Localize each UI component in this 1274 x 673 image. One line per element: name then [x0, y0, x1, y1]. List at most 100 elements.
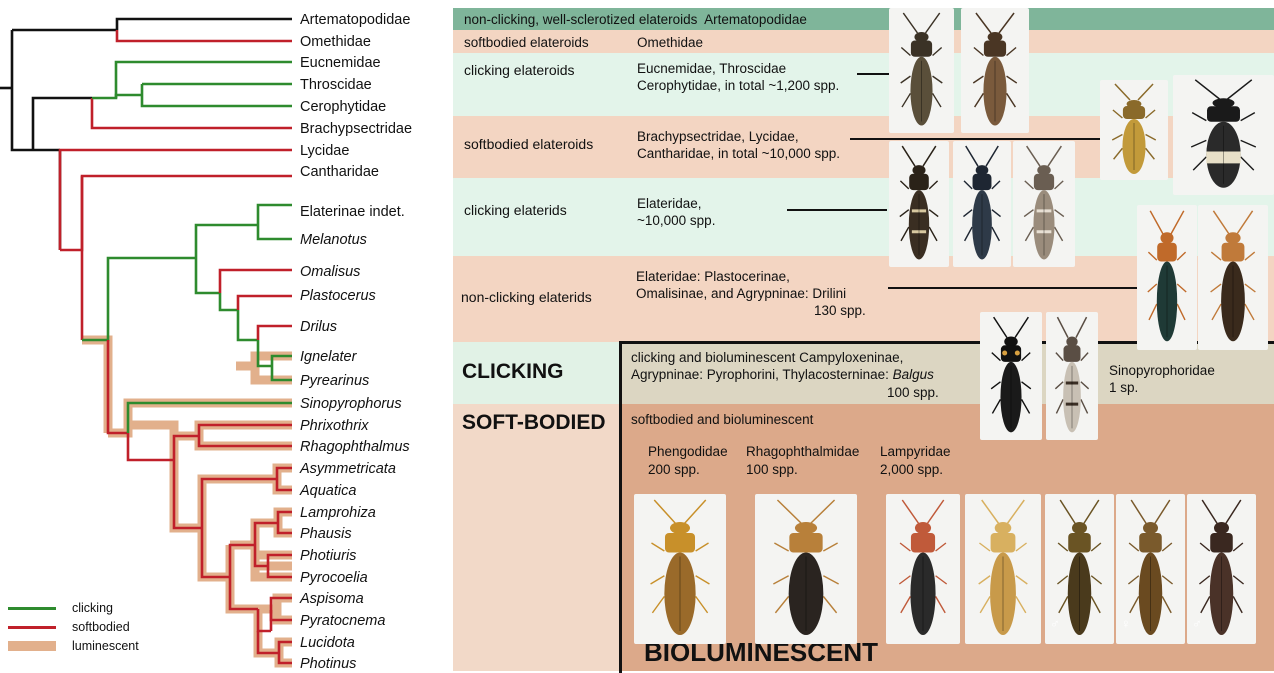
- pointer-line-clicking-elaterids: [787, 209, 887, 211]
- click-biolum-genus: Balgus: [893, 367, 934, 382]
- legend-item-softbodied: softbodied: [8, 619, 130, 635]
- luminescent-branch: [255, 366, 292, 380]
- pointer-line-nonclicking-elaterids: [888, 287, 1138, 289]
- families-text: Artematopodidae: [704, 12, 807, 27]
- taxon-label-lucidota: Lucidota: [300, 635, 355, 651]
- legend-item-luminescent: luminescent: [8, 638, 139, 654]
- taxon-label-asymmetricata: Asymmetricata: [299, 461, 396, 477]
- basal-branch: [33, 98, 92, 150]
- legend-label-luminescent: luminescent: [72, 639, 139, 653]
- beetle-photo-lycidae: [1100, 80, 1168, 180]
- click-biolum-line1: clicking and bioluminescent Campyloxenin…: [631, 349, 903, 366]
- branch-clicking: [238, 310, 258, 340]
- beetle-photo-rhagophthalmidae: [755, 494, 857, 644]
- branch-plastocerus: [238, 296, 292, 310]
- row-clicking-elateroids-category: clicking elateroids: [464, 62, 575, 79]
- sex-symbol-male-2: ♂: [1192, 616, 1202, 631]
- rhagophthalmidae-count: 100 spp.: [746, 461, 798, 478]
- beetle-photo-lampyridae-1: [886, 494, 960, 644]
- basal-branch: [12, 30, 33, 150]
- beetle-photo-balgus: [1046, 312, 1098, 440]
- legend-label-clicking: clicking: [72, 601, 113, 615]
- taxon-label-aspisoma: Aspisoma: [299, 591, 364, 607]
- taxon-label-lamprohiza: Lamprohiza: [300, 505, 376, 521]
- branch-artematopodidae: [117, 19, 292, 30]
- beetle-photo-elateridae-2: [953, 141, 1011, 267]
- beetle-illustration: [634, 494, 726, 644]
- taxon-label-eucnemidae: Eucnemidae: [300, 55, 381, 71]
- taxon-label-omethidae: Omethidae: [300, 34, 371, 50]
- row-softbodied-elateroids-families: Brachypsectridae, Lycidae,: [637, 128, 799, 145]
- branch-brachypsectridae: [92, 98, 292, 128]
- taxon-label-rhagophthalmus: Rhagophthalmus: [300, 439, 410, 455]
- beetle-illustration: [980, 312, 1042, 440]
- row-nonclicking-elaterids-families2: Omalisinae, and Agrypninae: Drilini: [636, 285, 846, 302]
- click-biolum-line2: Agrypninae: Pyrophorini, Thylacosternina…: [631, 366, 934, 383]
- row-omethidae-category: softbodied elateroids: [464, 34, 589, 51]
- legend: clicking softbodied luminescent: [8, 598, 208, 658]
- luminescent-branch: [277, 479, 292, 490]
- luminescent-branch: [82, 340, 108, 433]
- taxon-label-aquatica: Aquatica: [299, 483, 356, 499]
- taxon-label-ignelater: Ignelater: [300, 349, 358, 365]
- beetle-photo-elateridae-1: [889, 141, 949, 267]
- beetle-photo-cantharidae: [1173, 75, 1274, 195]
- taxon-label-throscidae: Throscidae: [300, 77, 372, 93]
- legend-item-clicking: clicking: [8, 600, 113, 616]
- row-clicking-elaterids-category: clicking elaterids: [464, 202, 567, 219]
- taxon-label-elaterinae-indet: Elaterinae indet.: [300, 204, 405, 220]
- luminescent-branch: [258, 598, 292, 609]
- branch-softbodied: [128, 433, 174, 460]
- pointer-line-softbodied-elateroids: [850, 138, 1126, 140]
- branch-elaterinae: [196, 225, 258, 258]
- beetle-illustration: [1173, 75, 1274, 195]
- branch-omethidae: [117, 30, 292, 41]
- taxon-label-cantharidae: Cantharidae: [300, 164, 379, 180]
- beetle-illustration: [953, 141, 1011, 267]
- taxon-label-drilus: Drilus: [300, 319, 337, 335]
- lampyridae-count: 2,000 spp.: [880, 461, 943, 478]
- beetle-illustration: [961, 8, 1029, 133]
- sex-symbol-male-1: ♂: [1050, 616, 1060, 631]
- taxon-label-phausis: Phausis: [300, 526, 352, 542]
- taxon-label-cerophytidae: Cerophytidae: [300, 99, 386, 115]
- luminescent-branch: [255, 356, 292, 366]
- click-biolum-line2-prefix: Agrypninae: Pyrophorini, Thylacosternina…: [631, 367, 893, 382]
- beetle-illustration: [1100, 80, 1168, 180]
- branch-elateridae: [82, 258, 196, 340]
- beetle-photo-phengodidae: [634, 494, 726, 644]
- band-softbodied-left: [453, 404, 621, 671]
- beetle-photo-artematopodidae-1: [889, 8, 954, 133]
- luminescent-branch: [278, 523, 292, 533]
- row-omethidae-families: Omethidae: [637, 34, 703, 51]
- beetle-illustration: [965, 494, 1041, 644]
- sinopyrophoridae-count: 1 sp.: [1109, 379, 1138, 396]
- row-artematopodidae-category: non-clicking, well-sclerotized elateroid…: [464, 11, 807, 28]
- taxon-label-sinopyrophorus: Sinopyrophorus: [300, 396, 402, 412]
- beetle-photo-pyrophorini: [980, 312, 1042, 440]
- row-softbodied-elateroids-category: softbodied elateroids: [464, 136, 593, 153]
- beetle-photo-elateridae-3: [1013, 141, 1075, 267]
- row-nonclicking-elaterids-category: non-clicking elaterids: [461, 289, 592, 306]
- luminescent-branch: [199, 436, 292, 446]
- rhagophthalmidae-name: Rhagophthalmidae: [746, 443, 859, 460]
- taxon-label-artematopodidae: Artematopodidae: [300, 12, 410, 28]
- row-clicking-elaterids-families: Elateridae,: [637, 195, 702, 212]
- sex-symbol-female: ♀: [1121, 616, 1131, 631]
- clicking-label: CLICKING: [462, 363, 564, 380]
- branch-omalisus: [220, 270, 292, 293]
- taxon-label-lycidae: Lycidae: [300, 143, 349, 159]
- pointer-line-clicking-elateroids: [857, 73, 893, 75]
- legend-swatch-clicking: [8, 607, 56, 610]
- row-nonclicking-elaterids-families: Elateridae: Plastocerinae,: [636, 268, 790, 285]
- beetle-illustration: [1046, 312, 1098, 440]
- taxon-label-photinus: Photinus: [300, 656, 356, 671]
- taxon-label-pyrearinus: Pyrearinus: [300, 373, 369, 389]
- branch-drilus: [258, 326, 292, 340]
- taxon-label-pyratocnema: Pyratocnema: [300, 613, 385, 629]
- branch-elaterinae-indet: [258, 205, 292, 225]
- legend-swatch-luminescent: [8, 641, 56, 651]
- phengodidae-count: 200 spp.: [648, 461, 700, 478]
- branch-clicking: [116, 95, 142, 98]
- branch-clicking: [196, 258, 220, 293]
